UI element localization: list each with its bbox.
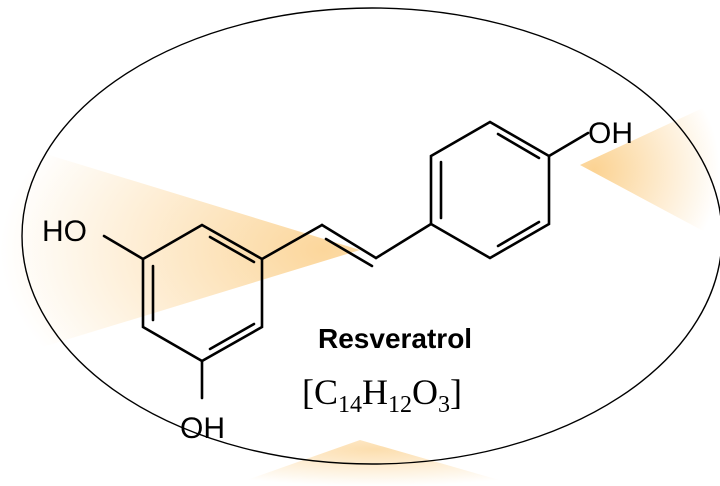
formula-hydrogen: H (362, 372, 388, 412)
hydroxyl-label-left: HO (42, 215, 87, 248)
trans-double-bond-bridge (260, 222, 433, 268)
bond-ho-left (102, 234, 145, 261)
bond-oh-top (547, 131, 590, 158)
formula-oxygen: O (412, 372, 438, 412)
formula-close-bracket: ] (450, 372, 462, 412)
compound-name: Resveratrol (318, 323, 472, 354)
formula-open-bracket: [ (302, 372, 314, 412)
enclosing-ellipse (21, 7, 720, 465)
formula-carbon: C (314, 372, 338, 412)
glow-left (0, 140, 360, 360)
formula-oxygen-count: 3 (438, 392, 450, 418)
formula-carbon-count: 14 (338, 392, 362, 418)
hydroxyl-label-top: OH (588, 117, 633, 150)
hydroxyl-label-bottom: OH (180, 412, 225, 445)
molecular-formula: [C14H12O3] (302, 372, 462, 418)
glow-bottom (230, 440, 520, 486)
right-benzene-ring (429, 120, 551, 260)
formula-hydrogen-count: 12 (388, 392, 412, 418)
